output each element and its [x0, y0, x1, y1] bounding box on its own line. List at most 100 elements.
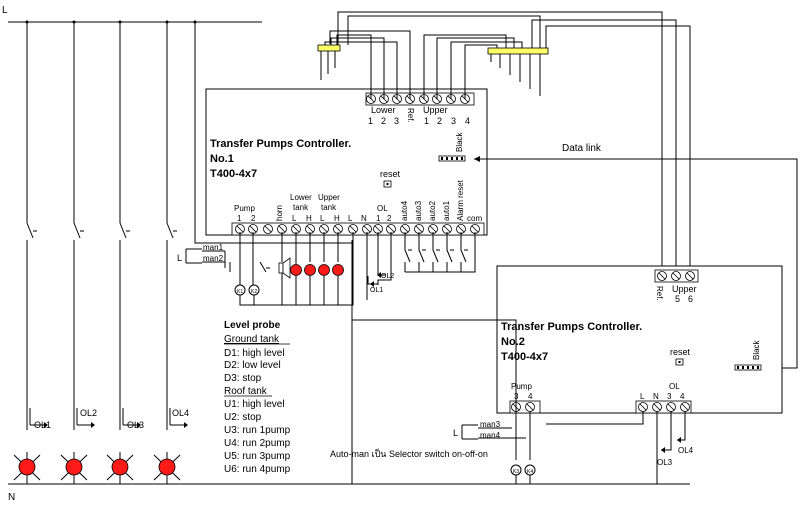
ol-contact-label-3: OL3	[127, 420, 144, 430]
upper-label: Upper	[423, 105, 448, 115]
switch-l-label-1: L	[177, 253, 182, 263]
ol-contact-label-1: OL1	[34, 420, 51, 430]
c1-bottom-terminal-screw-8	[334, 225, 342, 233]
controller-2-upper-number-6: 6	[688, 294, 693, 304]
roof-item-6: U6: run 4pump	[224, 464, 291, 475]
upper-tank-label-1: Upper	[318, 193, 340, 202]
probe-lamp-2	[304, 264, 316, 276]
controller-1-black-connector[interactable]	[438, 155, 466, 162]
probe-wiring	[317, 11, 691, 270]
c2-bottom-terminal-screw-2	[526, 403, 534, 411]
man1-label: man1	[203, 243, 224, 252]
pump-number-1: 1	[237, 214, 242, 223]
probe-lamp-1	[290, 264, 302, 276]
controller-2-black-label: Black	[752, 339, 761, 360]
controller-2-upper-number-5: 5	[675, 294, 680, 304]
lower-tank-label-2: tank	[293, 203, 309, 212]
c2-top-terminal-screw-3	[686, 272, 694, 280]
controller-2-ol-label: OL	[669, 382, 680, 391]
controller-2-number: No.2	[501, 336, 525, 348]
pump-label: Pump	[234, 204, 255, 213]
c1-bottom-terminal-screw-1	[236, 225, 244, 233]
c1-bottom-terminal-screw-17	[457, 225, 465, 233]
com-label: com	[467, 214, 482, 223]
c1-bottom-terminal-screw-7	[320, 225, 328, 233]
man3-label: man3	[480, 420, 501, 429]
ol-input-label-1: OL1	[370, 287, 383, 294]
motor-branch-3: OL3	[106, 20, 144, 484]
l-terminal-label: L	[348, 214, 353, 223]
controller-2-box	[496, 265, 783, 414]
ol4-input-label: OL4	[678, 446, 694, 455]
c1-bottom-terminal-screw-2	[249, 225, 257, 233]
controller-2: Transfer Pumps Controller. No.2 T400-4x7…	[496, 265, 783, 414]
upper-tank-label-2: tank	[321, 203, 337, 212]
line-rail-label: L	[2, 5, 8, 16]
svg-text:K2: K2	[251, 289, 257, 295]
c1-bottom-terminal-screw-3	[264, 225, 272, 233]
ol-contact-label-4: OL4	[172, 408, 189, 418]
ol-contact-label-2: OL2	[80, 408, 97, 418]
controller-2-black-connector[interactable]	[734, 364, 762, 371]
c1-bottom-terminal-screw-18	[471, 225, 479, 233]
controller-2-reset-label: reset	[670, 347, 691, 357]
branch-contact-1	[26, 222, 34, 239]
data-link-label: Data link	[562, 143, 602, 154]
switch-l-label-2: L	[453, 428, 458, 438]
lh-label-3: L	[320, 214, 325, 223]
controller-1-black-label: Black	[455, 131, 464, 152]
level-probe-title: Level probe	[224, 320, 281, 331]
c1-bottom-terminal-screw-9	[349, 225, 357, 233]
upper-number-2: 2	[437, 116, 442, 126]
svg-text:K4: K4	[527, 469, 533, 475]
ref-label: Ref.	[406, 108, 415, 123]
man4-label: man4	[480, 431, 501, 440]
horn-label: horn	[275, 205, 284, 221]
man2-label: man2	[203, 254, 224, 263]
motor-lamp-3	[106, 452, 134, 484]
controller-2-upper-label: Upper	[672, 284, 697, 294]
svg-text:K3: K3	[513, 469, 519, 475]
lower-number-3: 3	[394, 116, 399, 126]
ol-number-2: 2	[387, 214, 392, 223]
c1-bottom-terminal-screw-14	[415, 225, 423, 233]
c1-bottom-terminal-screw-11	[374, 225, 382, 233]
c2-bottom-terminal-screw-6	[681, 403, 689, 411]
roof-tank-heading: Roof tank	[224, 386, 268, 397]
motor-branch-4: OL4	[153, 20, 189, 484]
ol-number-1: 1	[376, 214, 381, 223]
c2-top-terminal-screw-1	[658, 272, 666, 280]
roof-item-2: U2: stop	[224, 412, 262, 423]
c1-bottom-terminal-screw-5	[292, 225, 300, 233]
ground-tank-heading: Ground tank	[224, 334, 280, 345]
ground-item-2: D2: low level	[224, 360, 281, 371]
controller-2-title: Transfer Pumps Controller.	[501, 321, 642, 333]
ol-input-label-2: OL2	[381, 273, 394, 280]
c1-bottom-terminal-screw-13	[401, 225, 409, 233]
ground-item-1: D1: high level	[224, 348, 285, 359]
c1-bottom-terminal-screw-12	[387, 225, 395, 233]
c1-bottom-terminal-screw-16	[443, 225, 451, 233]
svg-text:K1: K1	[237, 289, 243, 295]
controller-2-ref-label: Ref.	[655, 286, 664, 301]
ol3-input-label: OL3	[657, 458, 673, 467]
selector-note: Auto-man เป็น Selector switch on-off-on	[330, 447, 488, 459]
auto-switch-bank	[404, 232, 476, 273]
pump-number-2: 2	[251, 214, 256, 223]
controller-1-title: Transfer Pumps Controller.	[210, 138, 351, 150]
neutral-rail-label: N	[8, 492, 15, 503]
branch-contact-4	[166, 222, 174, 239]
c2-top-terminal-screw-2	[672, 272, 680, 280]
motor-branches: OL1 OL2	[13, 20, 189, 484]
ground-tank-probe-bar	[317, 44, 341, 52]
c1-bottom-terminal-screw-4	[278, 225, 286, 233]
controller-2-model: T400-4x7	[501, 351, 548, 363]
controller-1-top-terminal-strip: Lower Upper Ref. 1 2 3 1 2 3 4	[365, 92, 475, 126]
motor-lamp-2	[60, 452, 88, 484]
auto3-label: auto3	[414, 200, 423, 221]
auto2-label: auto2	[428, 200, 437, 221]
motor-lamp-4	[153, 452, 181, 484]
controller-1-reset-label: reset	[380, 169, 401, 179]
probe-lamp-4	[332, 264, 344, 276]
